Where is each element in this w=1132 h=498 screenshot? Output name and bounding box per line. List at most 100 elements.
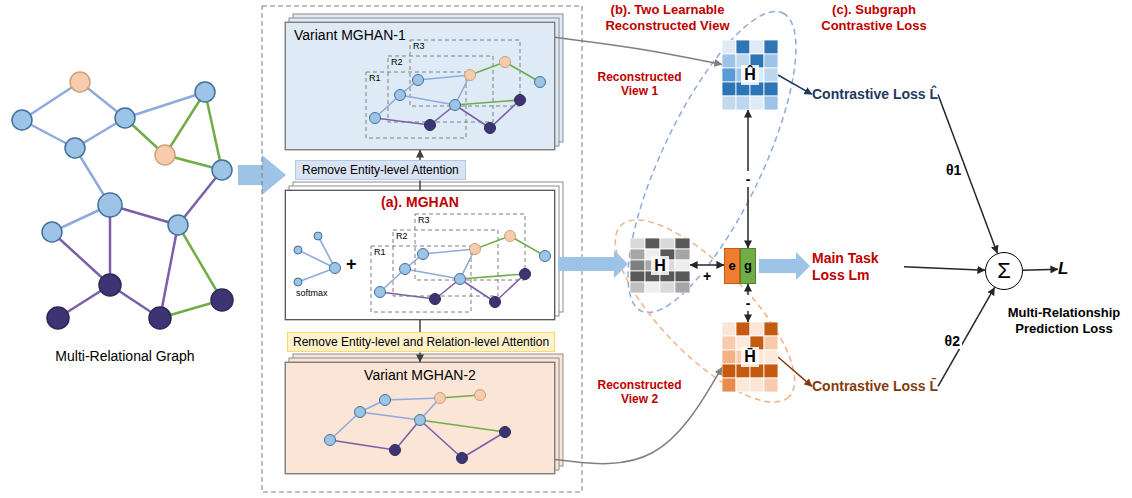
label-text: Reconstructed View 1 (597, 70, 681, 98)
matrix-cell (722, 336, 736, 350)
matrix-cell (736, 40, 750, 54)
edge-label: - (744, 171, 753, 187)
illustration-circle (70, 72, 90, 92)
matrix-cell (764, 68, 778, 82)
connector (778, 75, 812, 94)
relation-tag: R2 (395, 231, 409, 242)
illustration-line (178, 170, 222, 225)
illustration-g (425, 95, 526, 134)
relation-tag: R1 (368, 73, 382, 84)
illustration-circle (98, 193, 122, 217)
connector (904, 267, 985, 270)
illustration-circle (425, 120, 436, 131)
connector (778, 357, 812, 386)
illustration-circle (455, 274, 466, 285)
node-text: Variant MGHAN-1 (294, 27, 406, 44)
illustration-rect (393, 230, 498, 296)
illustration-g (330, 398, 440, 440)
label-text: Multi-Relational Graph (55, 348, 194, 364)
illustration-circle (540, 251, 551, 262)
model-panel: Variant MGHAN-2 (285, 362, 555, 474)
illustration-line (462, 432, 505, 458)
label-text: Reconstructed View 2 (597, 378, 681, 406)
illustration-line (298, 250, 335, 268)
illustration-line (380, 269, 405, 292)
illustration-circle (395, 90, 406, 101)
matrix-cell (722, 322, 736, 336)
illustration-circle (505, 231, 516, 242)
matrix-cell (764, 322, 778, 336)
matrix-cell (764, 54, 778, 68)
connector (1023, 269, 1058, 270)
embedding-matrix: Ĥ (722, 40, 778, 110)
illustration-g (125, 92, 222, 318)
illustration-circle (413, 75, 424, 86)
illustration-line (490, 100, 520, 128)
illustration-line (110, 285, 160, 318)
illustration-line (58, 285, 110, 318)
relation-tag: R3 (412, 41, 426, 52)
loss-label: Contrastive Loss L̂ (812, 86, 938, 103)
edge-label: - (744, 295, 753, 311)
illustration-line (460, 279, 495, 302)
illustration-line (125, 118, 165, 155)
illustration-line (360, 400, 385, 412)
illustration-circle (370, 113, 381, 124)
illustration-line (330, 412, 360, 440)
illustration-line (178, 225, 222, 300)
illustration-circle (485, 123, 496, 134)
illustration-g (380, 274, 525, 302)
illustration-circle (325, 435, 336, 446)
edge-label-text: + (703, 268, 711, 284)
illustration-circle (212, 160, 232, 180)
matrix-cell (722, 378, 736, 392)
mini-graph (370, 57, 546, 134)
illustration-circle (195, 82, 215, 102)
illustration-line (475, 236, 510, 249)
node-text: H (651, 256, 669, 275)
illustration-line (440, 395, 480, 398)
illustration-line (385, 398, 440, 400)
illustration-circle (490, 297, 501, 308)
loss-caption: Multi-Relationship Prediction Loss (1000, 305, 1128, 336)
illustration-line (460, 249, 475, 279)
illustration-line (160, 300, 222, 318)
illustration-circle (168, 215, 188, 235)
node-text: Contrastive Loss L̄ (812, 378, 938, 395)
matrix-cell (722, 350, 736, 364)
matrix-cell (750, 40, 764, 54)
illustration-g (460, 236, 545, 279)
illustration-line (330, 440, 395, 450)
operation-label: Remove Entity-level Attention (295, 160, 466, 180)
illustration-line (400, 95, 455, 105)
illustration-rect (285, 22, 555, 150)
matrix-cell (722, 40, 736, 54)
illustration-line (405, 254, 423, 269)
node-text: Remove Entity-level Attention (302, 163, 459, 177)
block-arrow (759, 252, 810, 280)
matrix-cell (764, 378, 778, 392)
block-arrow (558, 250, 628, 278)
relation-tag: R1 (373, 247, 387, 258)
illustration-circle (520, 269, 531, 280)
node-text: H̄ (741, 347, 759, 366)
illustration-line (52, 205, 110, 232)
matrix-cell (675, 282, 690, 293)
figure-caption: Multi-Relational Graph (25, 348, 225, 365)
label-text: + (346, 254, 357, 274)
illustration-circle (294, 278, 302, 286)
illustration-line (165, 155, 222, 170)
matrix-cell (764, 350, 778, 364)
illustration-rect (289, 358, 559, 470)
model-container (262, 6, 582, 492)
matrix-cell (764, 364, 778, 378)
matrix-cell (722, 82, 736, 96)
illustration-circle (435, 393, 446, 404)
connector (938, 94, 997, 253)
edge-label-text: θ2 (945, 333, 960, 349)
view-title: Reconstructed View 2 (592, 378, 687, 407)
relation-tag: R3 (417, 215, 431, 226)
illustration-g (370, 75, 546, 124)
relation-tag: R2 (390, 57, 404, 68)
